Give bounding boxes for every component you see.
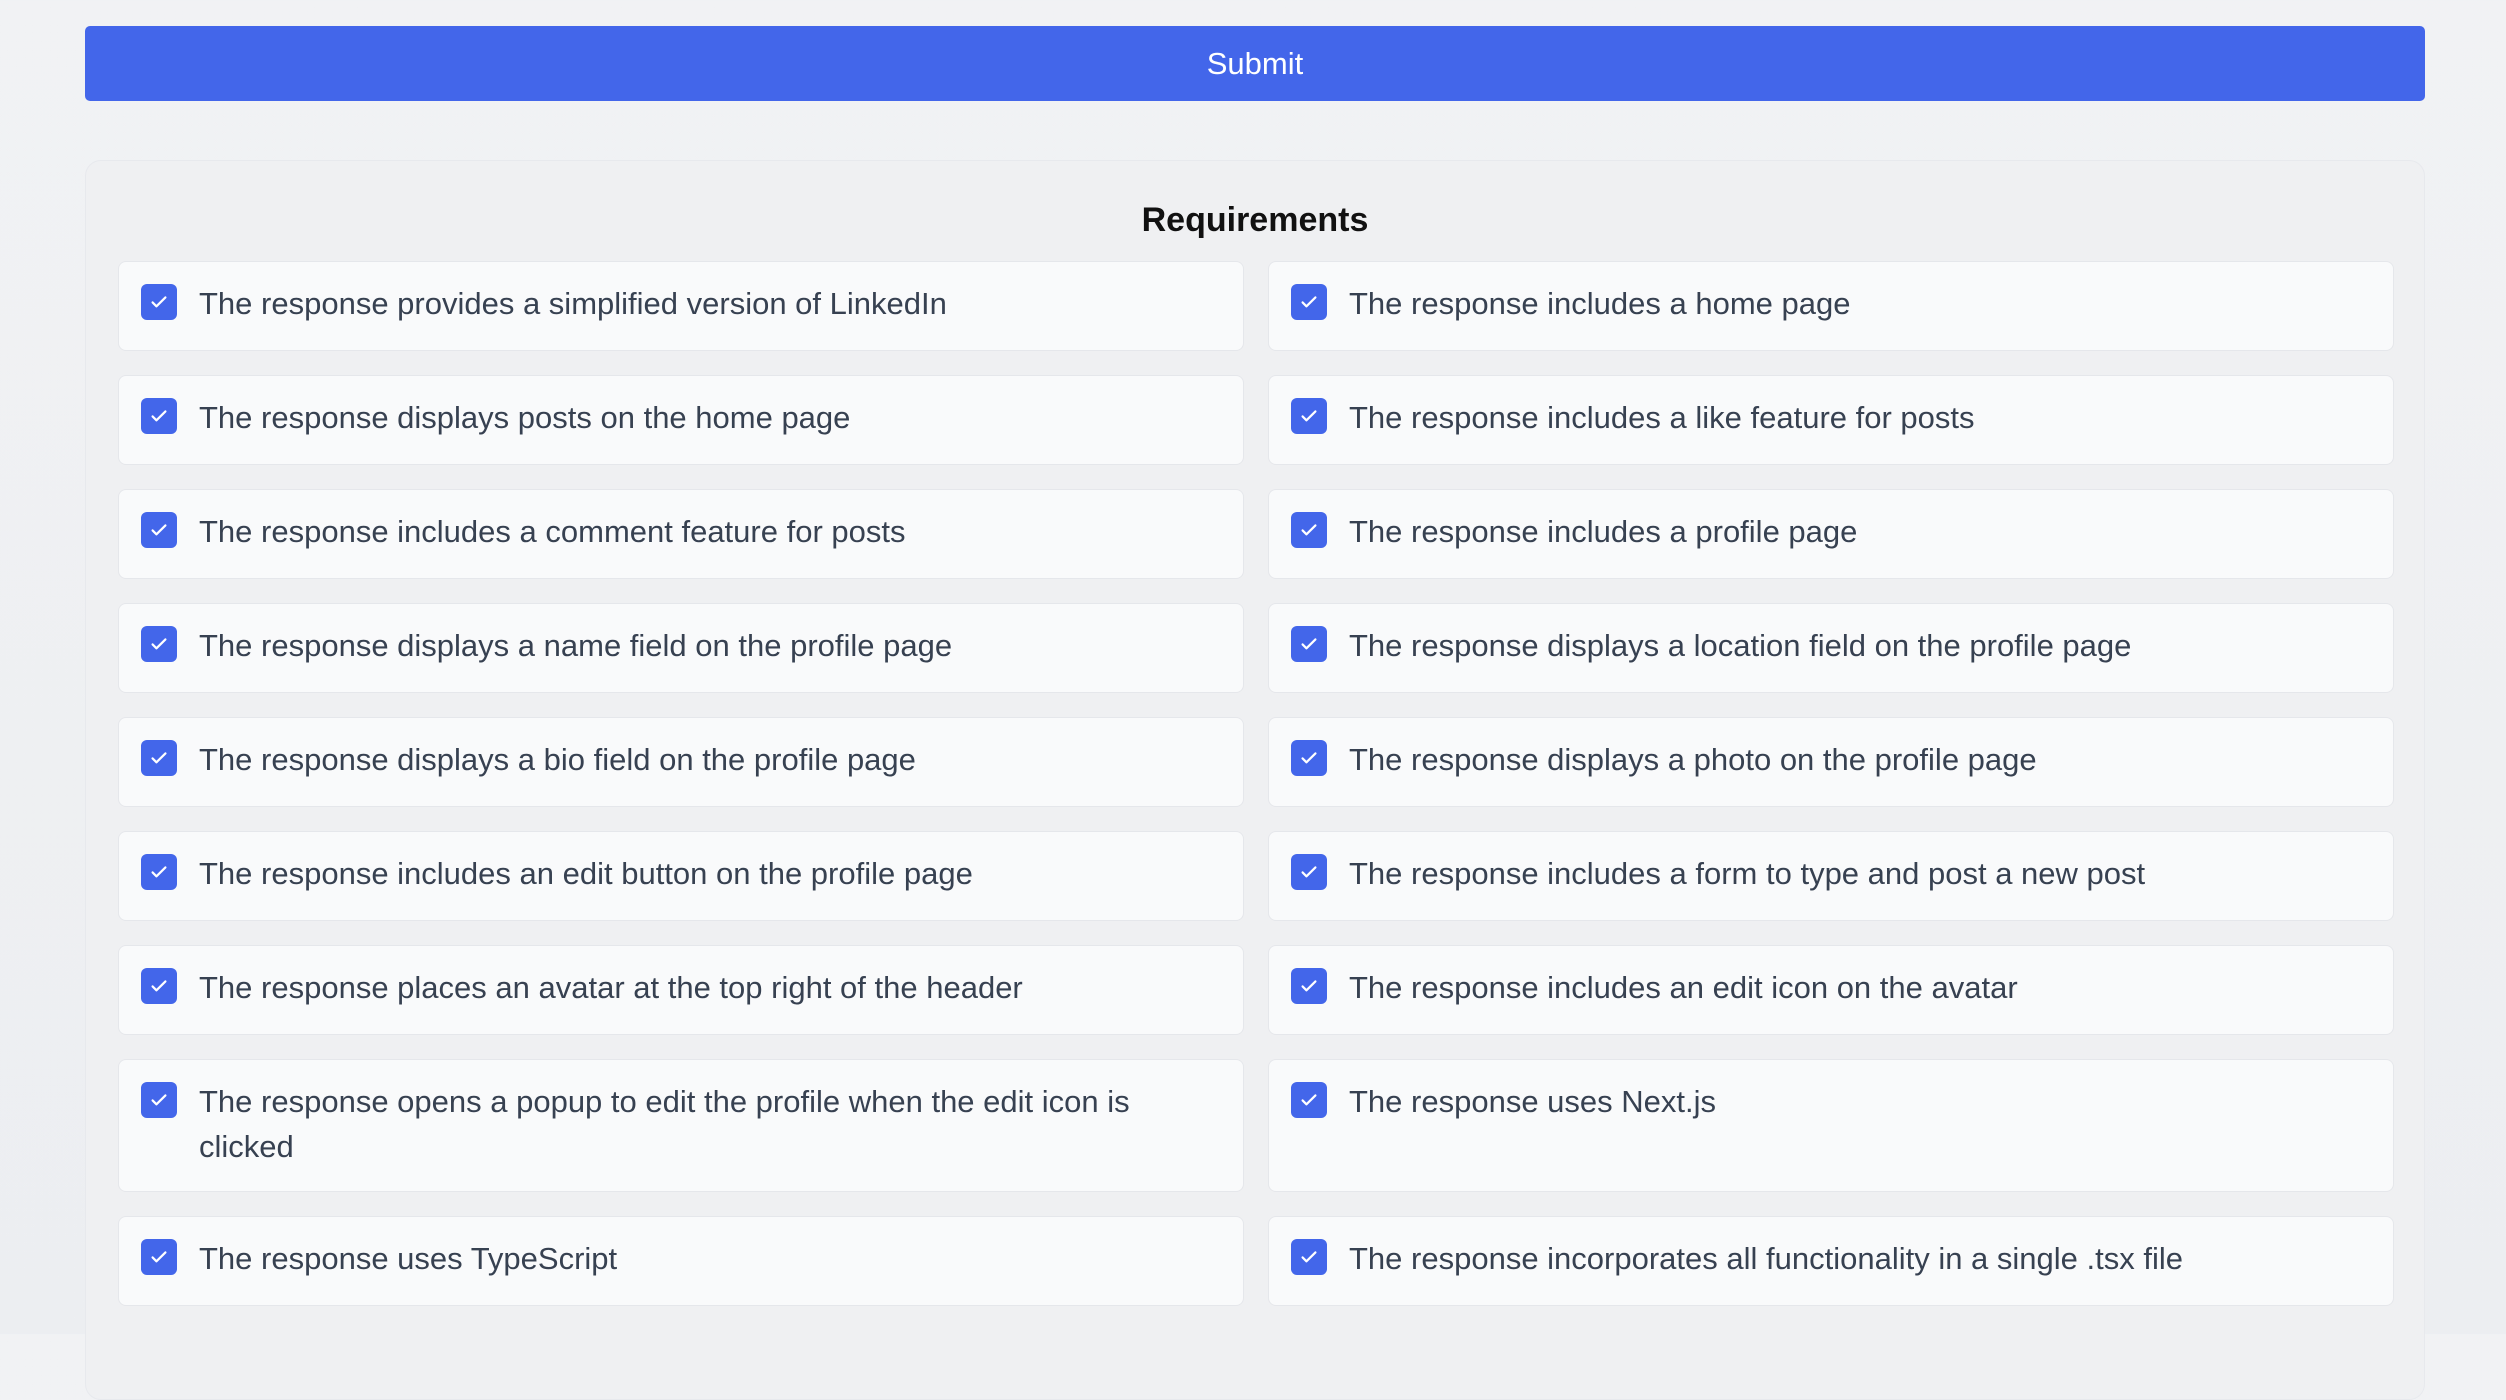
- requirement-item: The response includes a like feature for…: [1268, 375, 2394, 465]
- check-icon: [1301, 752, 1317, 764]
- check-icon: [1301, 296, 1317, 308]
- requirement-checkbox[interactable]: [141, 512, 177, 548]
- requirement-item: The response includes a profile page: [1268, 489, 2394, 579]
- requirement-text: The response includes a comment feature …: [199, 514, 906, 549]
- requirement-item: The response includes a comment feature …: [118, 489, 1244, 579]
- check-icon: [1301, 524, 1317, 536]
- requirement-item: The response displays a photo on the pro…: [1268, 717, 2394, 807]
- requirement-checkbox[interactable]: [1291, 740, 1327, 776]
- check-icon: [151, 410, 167, 422]
- requirement-checkbox[interactable]: [1291, 854, 1327, 890]
- requirement-checkbox[interactable]: [141, 740, 177, 776]
- requirement-checkbox[interactable]: [141, 284, 177, 320]
- submit-button[interactable]: Submit: [85, 26, 2425, 101]
- requirement-checkbox[interactable]: [1291, 626, 1327, 662]
- requirement-text: The response includes an edit button on …: [199, 856, 973, 891]
- requirements-title: Requirements: [1141, 201, 1369, 239]
- requirement-item: The response provides a simplified versi…: [118, 261, 1244, 351]
- requirement-text: The response includes a like feature for…: [1349, 400, 1975, 435]
- requirement-text: The response includes a profile page: [1349, 514, 1858, 549]
- requirement-checkbox[interactable]: [1291, 284, 1327, 320]
- check-icon: [1301, 410, 1317, 422]
- requirement-text: The response incorporates all functional…: [1349, 1241, 2183, 1276]
- requirement-checkbox[interactable]: [1291, 1239, 1327, 1275]
- requirement-text: The response includes a home page: [1349, 286, 1851, 321]
- check-icon: [151, 638, 167, 650]
- requirement-checkbox[interactable]: [1291, 398, 1327, 434]
- requirement-text: The response opens a popup to edit the p…: [199, 1084, 1130, 1164]
- check-icon: [1301, 1251, 1317, 1263]
- requirement-checkbox[interactable]: [1291, 1082, 1327, 1118]
- check-icon: [151, 1094, 167, 1106]
- requirement-item: The response displays a name field on th…: [118, 603, 1244, 693]
- requirement-checkbox[interactable]: [1291, 968, 1327, 1004]
- check-icon: [151, 980, 167, 992]
- requirement-checkbox[interactable]: [141, 968, 177, 1004]
- requirement-text: The response includes an edit icon on th…: [1349, 970, 2018, 1005]
- check-icon: [1301, 638, 1317, 650]
- check-icon: [1301, 980, 1317, 992]
- requirement-text: The response displays a photo on the pro…: [1349, 742, 2037, 777]
- requirement-item: The response displays posts on the home …: [118, 375, 1244, 465]
- check-icon: [151, 752, 167, 764]
- requirement-text: The response displays a name field on th…: [199, 628, 953, 663]
- check-icon: [1301, 1094, 1317, 1106]
- requirement-checkbox[interactable]: [141, 626, 177, 662]
- check-icon: [151, 866, 167, 878]
- requirement-checkbox[interactable]: [141, 1239, 177, 1275]
- requirement-item: The response displays a bio field on the…: [118, 717, 1244, 807]
- check-icon: [151, 524, 167, 536]
- requirement-text: The response displays a bio field on the…: [199, 742, 916, 777]
- requirement-item: The response uses TypeScript: [118, 1216, 1244, 1306]
- check-icon: [1301, 866, 1317, 878]
- requirement-item: The response includes an edit button on …: [118, 831, 1244, 921]
- requirements-list: The response provides a simplified versi…: [118, 261, 2394, 1306]
- requirement-checkbox[interactable]: [141, 1082, 177, 1118]
- requirement-text: The response displays posts on the home …: [199, 400, 851, 435]
- requirement-item: The response includes a home page: [1268, 261, 2394, 351]
- requirement-checkbox[interactable]: [141, 854, 177, 890]
- requirement-checkbox[interactable]: [141, 398, 177, 434]
- requirement-text: The response uses TypeScript: [199, 1241, 618, 1276]
- requirement-item: The response opens a popup to edit the p…: [118, 1059, 1244, 1192]
- check-icon: [151, 1251, 167, 1263]
- requirement-item: The response uses Next.js: [1268, 1059, 2394, 1192]
- check-icon: [151, 296, 167, 308]
- requirement-text: The response provides a simplified versi…: [199, 286, 947, 321]
- requirements-panel: Requirements The response provides a sim…: [85, 160, 2425, 1400]
- requirement-item: The response incorporates all functional…: [1268, 1216, 2394, 1306]
- requirement-item: The response displays a location field o…: [1268, 603, 2394, 693]
- requirement-item: The response includes a form to type and…: [1268, 831, 2394, 921]
- requirement-text: The response uses Next.js: [1349, 1084, 1717, 1119]
- requirement-text: The response includes a form to type and…: [1349, 856, 2146, 891]
- requirement-item: The response places an avatar at the top…: [118, 945, 1244, 1035]
- requirement-item: The response includes an edit icon on th…: [1268, 945, 2394, 1035]
- requirement-checkbox[interactable]: [1291, 512, 1327, 548]
- requirement-text: The response places an avatar at the top…: [199, 970, 1023, 1005]
- requirement-text: The response displays a location field o…: [1349, 628, 2132, 663]
